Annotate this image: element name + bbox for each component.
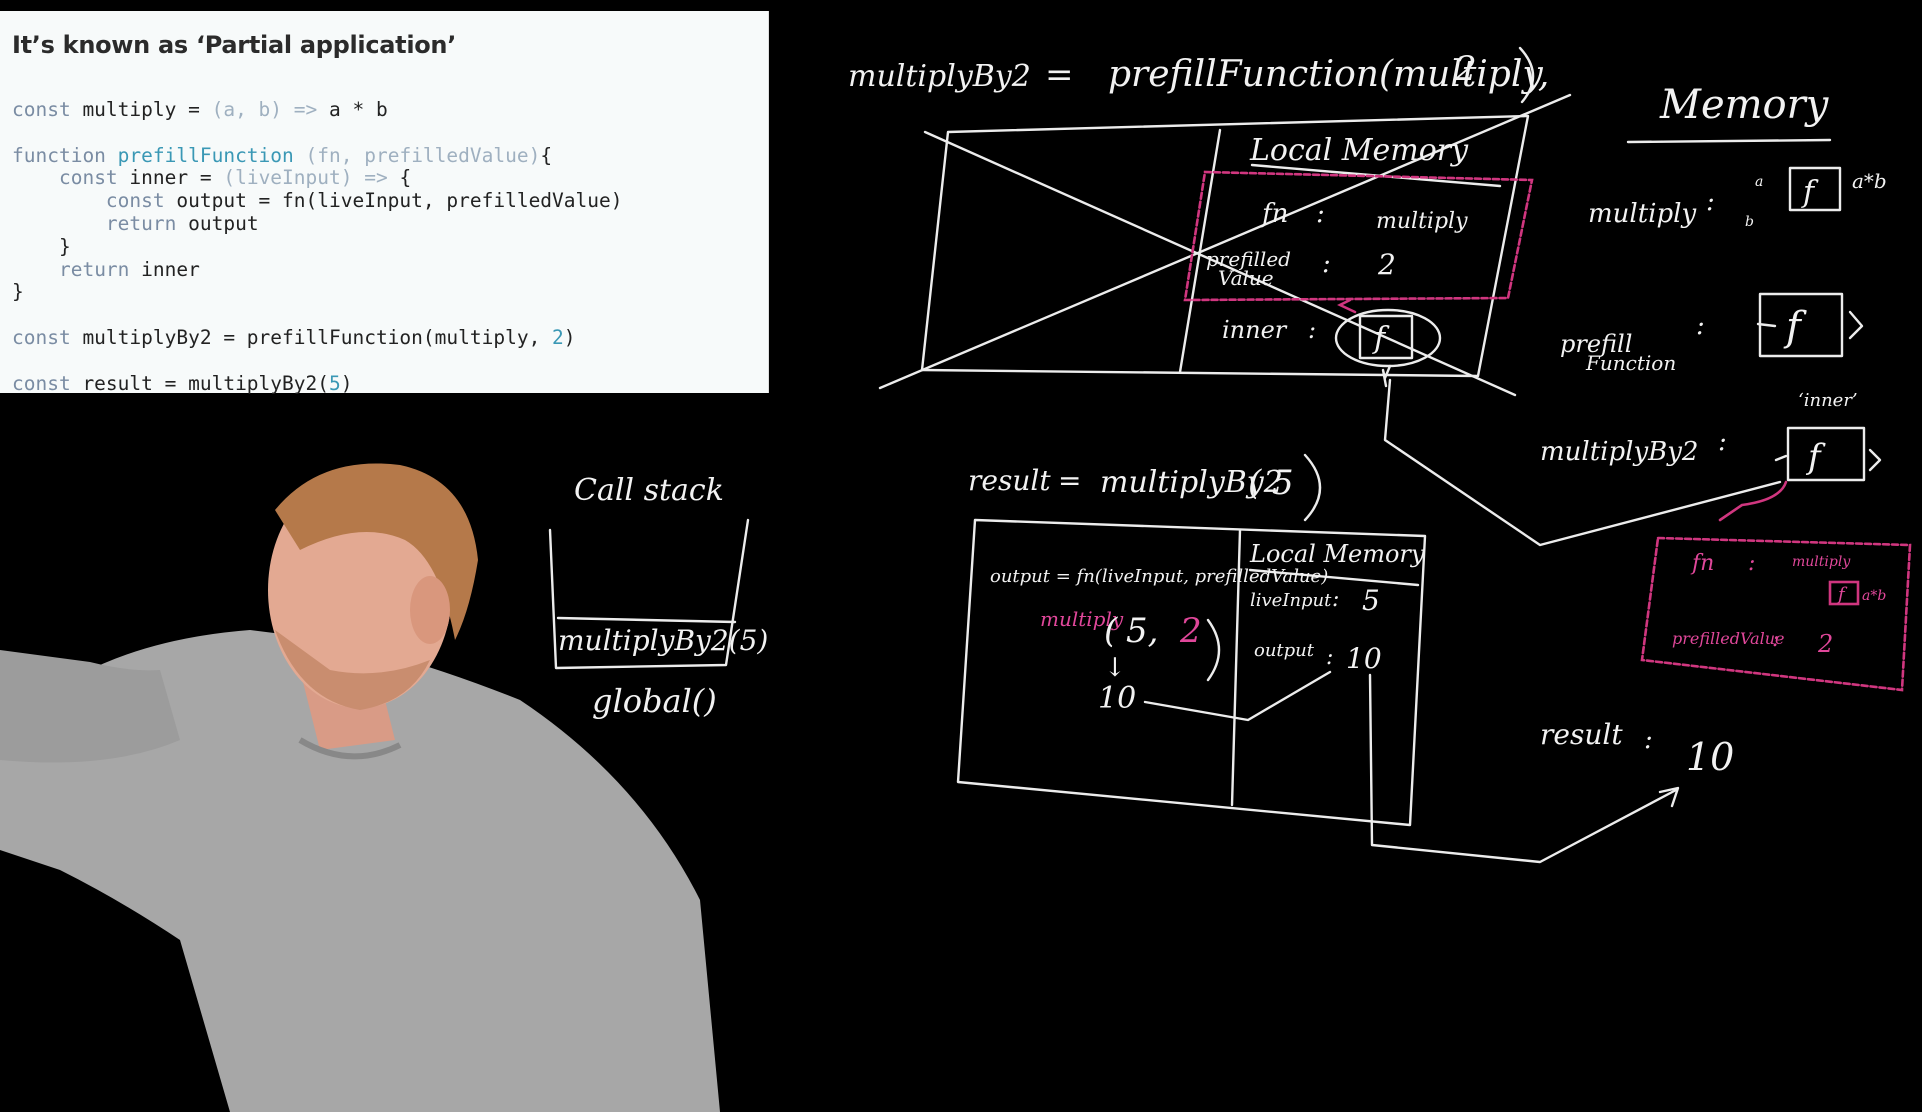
memory-multiply-body: a*b bbox=[1852, 169, 1887, 193]
code-line: return inner bbox=[58, 257, 200, 281]
code-line: const multiply = (a, b) => a * b bbox=[12, 98, 388, 121]
inner-f-circle bbox=[1334, 308, 1442, 368]
exec-divider bbox=[1230, 528, 1242, 807]
memory-result-value: 10 bbox=[1686, 735, 1734, 779]
closure-prefilled-value: 2 bbox=[1817, 630, 1833, 658]
exec-liveinput-colon: : bbox=[1332, 587, 1339, 612]
memory-multiplyBy2-colon: : bbox=[1718, 427, 1727, 457]
exec-liveinput-value: 5 bbox=[1362, 584, 1380, 617]
presenter-image bbox=[0, 463, 720, 1112]
closure-fn-colon: : bbox=[1748, 551, 1755, 576]
exec-call-arg2: 2 bbox=[1179, 611, 1202, 651]
lm1-prefilled-colon: : bbox=[1322, 249, 1331, 279]
memory-result-label: result bbox=[1540, 718, 1623, 751]
code-line: const inner = (liveInput) => { bbox=[58, 166, 412, 190]
code-block: const multiply = (a, b) => a * b functio… bbox=[12, 98, 623, 395]
code-line: const output = fn(liveInput, prefilledVa… bbox=[105, 189, 623, 213]
result-arrow bbox=[1368, 673, 1678, 864]
lm1-inner-label: inner bbox=[1222, 316, 1288, 344]
result-call-right: multiplyBy2 bbox=[1100, 465, 1283, 500]
prefill-exec-box bbox=[920, 114, 1530, 378]
exec-call-arg1: 5, bbox=[1126, 611, 1158, 651]
lm1-prefilled-value: 2 bbox=[1377, 248, 1396, 281]
top-eq-paren bbox=[1518, 46, 1535, 104]
lm1-fn-label: fn bbox=[1260, 199, 1288, 229]
lm1-fn-value: multiply bbox=[1376, 209, 1468, 234]
closure-link bbox=[1383, 378, 1782, 547]
exec-arrow: ↓ bbox=[1104, 653, 1126, 683]
closure-fn-label: fn bbox=[1690, 551, 1714, 576]
memory-multiplyBy2-label: multiplyBy2 bbox=[1540, 437, 1698, 467]
memory-multiply-label: multiply bbox=[1588, 199, 1696, 229]
cross-line-2 bbox=[878, 93, 1572, 390]
code-line: } bbox=[12, 234, 71, 258]
lm1-prefilled-label-2: Value bbox=[1218, 266, 1274, 290]
closure-prefilled-colon: : bbox=[1772, 627, 1779, 652]
exec-liveinput-label: liveInput bbox=[1250, 590, 1332, 611]
memory-multiplyBy2-f: f bbox=[1805, 437, 1826, 477]
memory-param-b: b bbox=[1745, 214, 1754, 230]
top-eq-arg: 2 bbox=[1454, 49, 1477, 89]
lm1-title: Local Memory bbox=[1249, 133, 1469, 168]
code-line: return output bbox=[105, 211, 259, 235]
result-call-eq: = bbox=[1058, 464, 1081, 497]
multiplyBy2-f-box bbox=[1786, 426, 1866, 482]
memory-prefill-label-2: Function bbox=[1585, 351, 1676, 375]
top-eq-left: multiplyBy2 bbox=[848, 59, 1031, 94]
code-line: function prefillFunction (fn, prefilledV… bbox=[12, 143, 553, 167]
prefill-divider bbox=[1178, 128, 1222, 374]
code-line: } bbox=[12, 280, 24, 304]
call-stack-item-0: multiplyBy2(5) bbox=[558, 624, 768, 657]
memory-multiply-f: f bbox=[1801, 175, 1819, 210]
memory-result-colon: : bbox=[1644, 725, 1653, 755]
exec-value: 10 bbox=[1098, 681, 1136, 716]
lm1-fn-colon: : bbox=[1316, 199, 1325, 229]
cross-line-1 bbox=[923, 130, 1517, 397]
closure-f: f bbox=[1836, 584, 1848, 605]
top-eq-equals: = bbox=[1045, 55, 1074, 95]
closure-outline-top bbox=[1183, 170, 1534, 302]
memory-prefill-f: f bbox=[1783, 304, 1807, 350]
memory-prefill-colon: : bbox=[1696, 311, 1705, 341]
exec-call-open: ( bbox=[1104, 611, 1118, 651]
code-line: const multiplyBy2 = prefillFunction(mult… bbox=[12, 325, 576, 349]
memory-multiply-colon: : bbox=[1706, 187, 1715, 217]
multiplyBy2-exec-box bbox=[956, 518, 1427, 827]
exec-output-value: 10 bbox=[1346, 642, 1382, 675]
code-slide: It’s known as ‘Partial application’ cons… bbox=[0, 11, 769, 395]
exec-call-name: multiply bbox=[1040, 607, 1124, 631]
slide-title: It’s known as ‘Partial application’ bbox=[12, 31, 457, 59]
closure-pointer bbox=[1718, 480, 1788, 522]
closure-prefilled-label: prefilledValue bbox=[1672, 629, 1785, 648]
exec-output-line: output = fn(liveInput, prefilledValue) bbox=[990, 566, 1328, 587]
closure-f-box bbox=[1828, 580, 1860, 606]
memory-prefill-label-1: prefill bbox=[1560, 330, 1632, 358]
memory-underline bbox=[1626, 138, 1832, 144]
closure-fn-value: multiply bbox=[1792, 554, 1851, 570]
call-stack-item-1: global() bbox=[592, 682, 717, 720]
closure-outline-memory bbox=[1640, 536, 1912, 692]
call-stack-divider bbox=[556, 616, 737, 624]
exec-output-colon: : bbox=[1326, 645, 1333, 670]
call-stack-title: Call stack bbox=[574, 473, 724, 508]
top-eq-right: prefillFunction(multiply, bbox=[1108, 54, 1549, 95]
code-line: const result = multiplyBy2(5) bbox=[12, 371, 353, 395]
exec-local-title: Local Memory bbox=[1249, 540, 1425, 568]
result-call-left: result bbox=[968, 464, 1051, 497]
memory-title: Memory bbox=[1659, 82, 1830, 128]
return-arrow bbox=[1143, 670, 1332, 722]
result-call-open: ( bbox=[1248, 463, 1262, 503]
result-call-arg: 5 bbox=[1272, 463, 1294, 503]
lm1-prefilled-label-1: prefilled bbox=[1206, 247, 1291, 271]
exec-output-label: output bbox=[1254, 640, 1315, 661]
inner-f-box bbox=[1358, 314, 1414, 360]
multiply-f-box bbox=[1788, 166, 1842, 212]
memory-inner-quote: ‘inner’ bbox=[1798, 390, 1858, 411]
closure-body: a*b bbox=[1862, 588, 1886, 604]
call-stack-box bbox=[548, 518, 750, 670]
memory-param-a: a bbox=[1755, 174, 1763, 190]
lm1-inner-colon: : bbox=[1308, 316, 1316, 344]
exec-local-underline bbox=[1248, 568, 1420, 587]
